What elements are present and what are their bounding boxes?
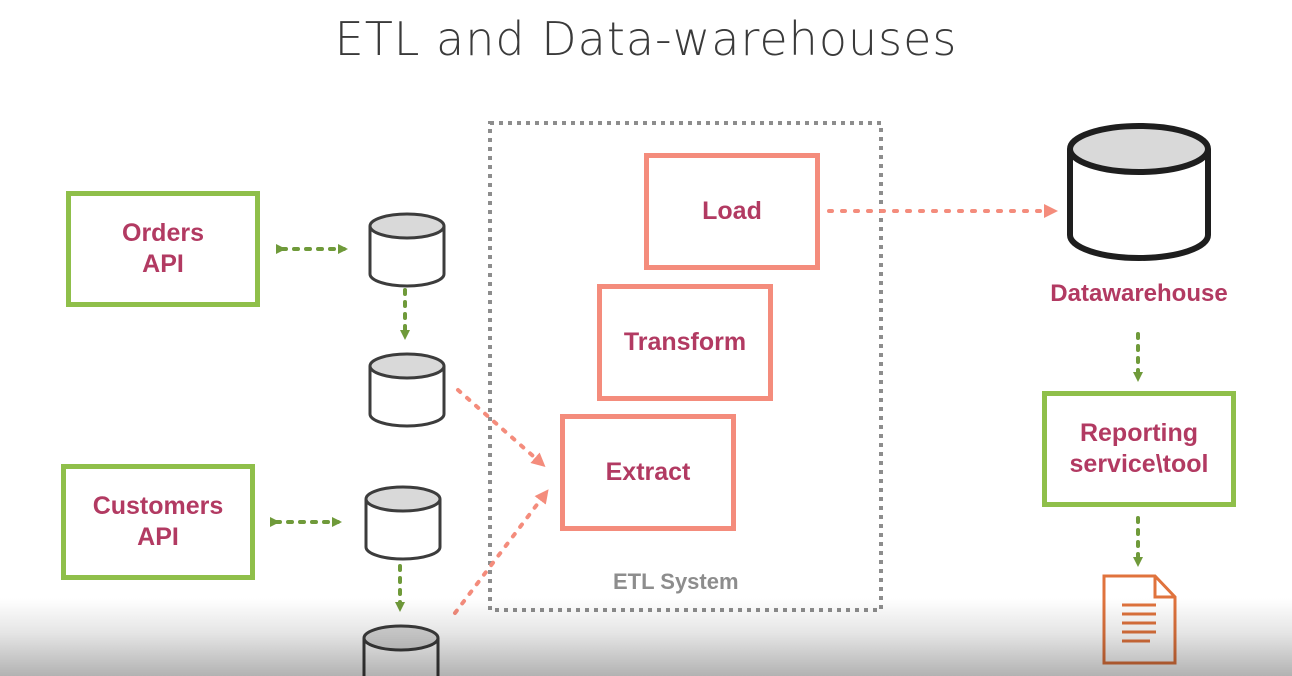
orders-extract-arrow	[456, 388, 546, 467]
customers-api-box: Customers API	[61, 464, 255, 580]
customers-api-label-line2: API	[137, 523, 179, 551]
reporting-service-box: Reporting service\tool	[1042, 391, 1236, 507]
load-step-box: Load	[644, 153, 820, 270]
load-step-label: Load	[702, 197, 762, 225]
orders-api-label-line2: API	[142, 250, 184, 278]
extract-step-box: Extract	[560, 414, 736, 531]
orders-database-icon	[368, 212, 446, 288]
reporting-label-line1: Reporting	[1079, 419, 1199, 447]
reporting-label-line2: service\tool	[1069, 450, 1209, 478]
orders-api-label-line1: Orders	[122, 219, 204, 247]
report-document-icon	[1102, 574, 1177, 665]
orders-staging-database-icon	[368, 352, 446, 428]
customers-database-icon	[364, 485, 442, 561]
page-title: ETL and Data-warehouses	[334, 12, 958, 66]
extract-step-label: Extract	[605, 458, 691, 486]
etl-system-label: ETL System	[613, 569, 739, 594]
transform-step-label: Transform	[623, 328, 747, 356]
datawarehouse-label: Datawarehouse	[1050, 280, 1228, 307]
customers-staging-database-icon	[362, 624, 440, 676]
etl-system-boundary	[488, 121, 883, 612]
datawarehouse-database-icon	[1067, 123, 1211, 261]
customers-api-label-line1: Customers	[92, 492, 224, 520]
transform-step-box: Transform	[597, 284, 773, 401]
orders-api-box: Orders API	[66, 191, 260, 307]
customers-extract-arrow	[453, 489, 549, 615]
